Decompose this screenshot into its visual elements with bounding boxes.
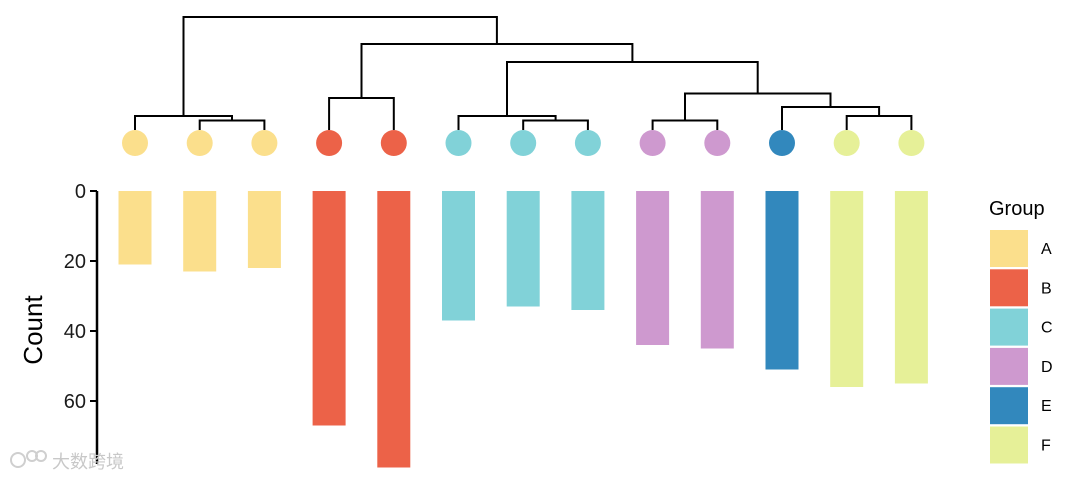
leaf-dot-e-11 <box>769 130 795 156</box>
legend-label-b: B <box>1041 280 1052 297</box>
dendrogram-branch-17 <box>457 115 557 130</box>
leaf-dot-a-1 <box>122 130 148 156</box>
leaf-dot-d-10 <box>704 130 731 156</box>
dendrogram-branch-20 <box>781 106 881 130</box>
y-axis-title: Count <box>18 295 48 365</box>
y-tick-label-0: 0 <box>75 181 86 203</box>
dendrogram-branch-13 <box>198 119 266 130</box>
leaf-dot-a-2 <box>186 130 213 156</box>
bar-d-9 <box>636 191 670 345</box>
legend-label-a: A <box>1041 241 1052 258</box>
legend-label-d: D <box>1041 359 1053 376</box>
legend-key-e <box>990 387 1028 425</box>
bar-c-6 <box>442 191 475 321</box>
legend-title: Group <box>989 198 1045 220</box>
bar-b-5 <box>377 191 411 468</box>
bar-f-12 <box>830 191 864 387</box>
legend-key-c <box>990 308 1028 346</box>
bar-e-11 <box>765 191 799 370</box>
legend-label-c: C <box>1041 320 1053 337</box>
y-tick-label-40: 40 <box>64 321 86 343</box>
leaf-dot-b-4 <box>316 130 343 156</box>
watermark: 大数跨境 <box>10 450 124 473</box>
y-axis: 0 20 40 60 <box>64 181 99 464</box>
watermark-logo-icon <box>10 450 47 468</box>
bar-d-10 <box>700 191 734 349</box>
dendrogram-branch-18 <box>651 119 719 130</box>
legend-key-d <box>990 347 1028 385</box>
leaf-dot-f-13 <box>898 130 925 156</box>
y-tick-label-60: 60 <box>64 391 86 413</box>
bar-c-8 <box>571 191 605 310</box>
dendrogram-branch-19 <box>845 115 913 130</box>
legend-key-f <box>990 426 1028 464</box>
bar-c-7 <box>506 191 540 307</box>
legend-key-b <box>990 269 1028 307</box>
bar-a-1 <box>118 191 152 265</box>
dendrogram-branch-22 <box>506 61 759 116</box>
y-tick-label-20: 20 <box>64 251 86 273</box>
dendrogram-branch-15 <box>328 97 395 130</box>
leaf-dot-b-5 <box>380 130 407 156</box>
watermark-text: 大数跨境 <box>52 452 124 473</box>
dendrogram-branch-16 <box>522 119 589 130</box>
bar-a-2 <box>183 191 217 272</box>
bar-a-3 <box>247 191 281 268</box>
dendrogram-branch-24 <box>182 16 498 116</box>
leaf-dot-a-3 <box>251 130 278 156</box>
leaf-dots <box>122 130 925 156</box>
bars <box>118 191 928 468</box>
dendrogram-branch-23 <box>360 43 634 98</box>
legend: Group A B C D E F <box>989 198 1053 464</box>
legend-label-f: F <box>1041 438 1051 455</box>
legend-label-e: E <box>1041 398 1052 415</box>
bar-b-4 <box>312 191 346 426</box>
legend-key-a <box>990 230 1028 267</box>
leaf-dot-c-7 <box>510 130 537 156</box>
dendrogram-branch-14 <box>134 115 233 130</box>
bar-f-13 <box>894 191 928 384</box>
leaf-dot-d-9 <box>639 130 666 156</box>
dendrogram <box>134 16 913 130</box>
leaf-dot-c-6 <box>445 130 472 156</box>
leaf-dot-c-8 <box>574 130 601 156</box>
leaf-dot-f-12 <box>833 130 860 156</box>
